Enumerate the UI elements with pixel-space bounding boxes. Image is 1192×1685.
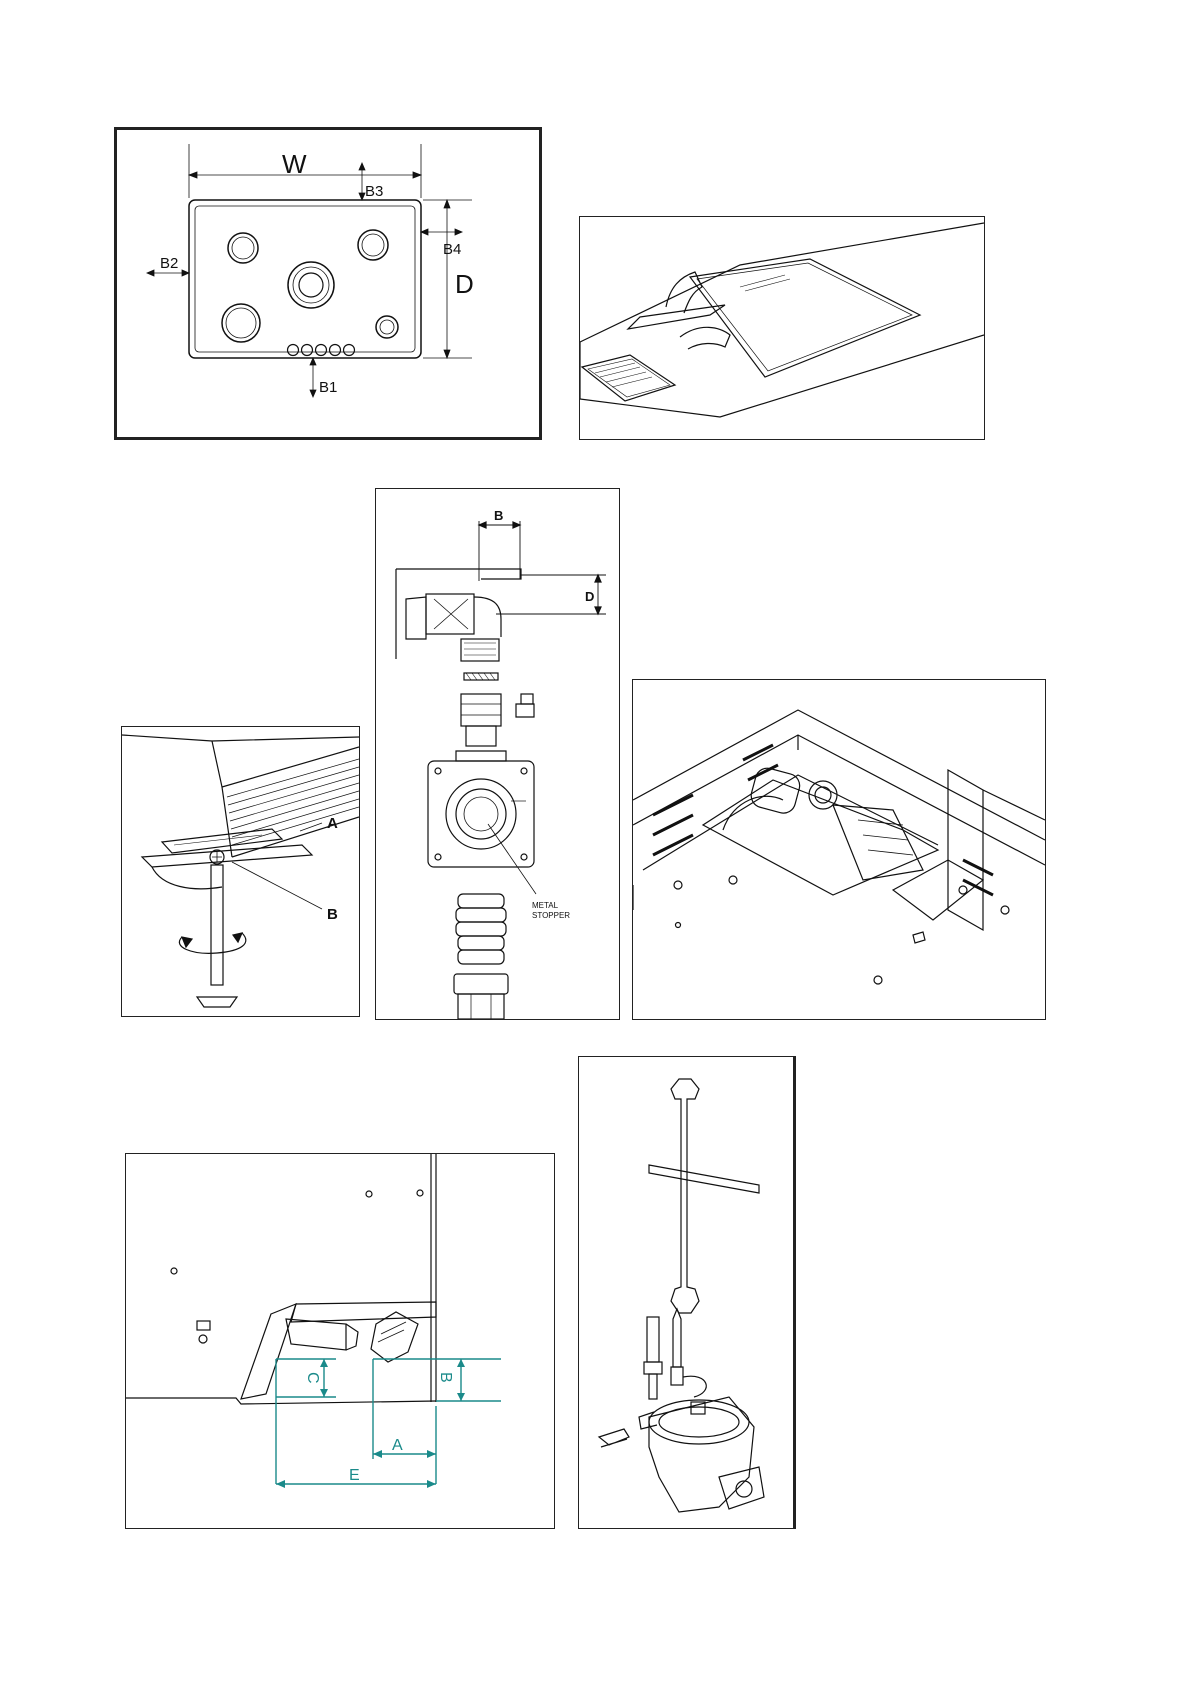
burner-icon [226,308,256,338]
gas-connection-panel: B D METAL STOPPER [375,488,620,1020]
burner-icon [299,273,323,297]
tommy-bar-icon [649,1165,759,1193]
metal-stopper-label-2: STOPPER [532,911,570,920]
burner-icon [232,237,254,259]
inlet-position-panel: C B A E [125,1153,555,1529]
cutout-opening [690,259,920,377]
b1-dimension [310,358,316,397]
elbow-thread [461,639,499,661]
slot-icon [197,1321,210,1330]
worktop-cutout-drawing [580,217,984,439]
nut-adapter [461,694,501,726]
valve-body [286,1319,346,1350]
hob-dimensions-panel: W D B3 B4 B2 B1 [114,127,542,440]
hand-icon [680,327,730,349]
burner-icon [228,233,258,263]
burner-icon [376,316,398,338]
burner-housing [703,780,938,895]
flexible-hose [456,894,506,964]
valve-block [833,805,923,880]
metal-stopper-label-1: METAL [532,901,559,910]
label-b: B [327,906,338,923]
label-b: B [437,1372,454,1383]
label-b: B [494,508,503,523]
fixing-bracket-panel: A B [121,726,360,1017]
bracket-plate [162,829,282,853]
hob-underside-panel [632,679,1046,1020]
width-label: W [282,149,307,179]
fixing-bracket-drawing: A B [122,727,359,1016]
hob-underside-drawing [633,680,1045,1019]
washer-icon [464,673,498,680]
box-spanner-icon [671,1079,699,1313]
thermocouple-icon [673,1309,681,1367]
hob-dimensions-drawing: W D B3 B4 B2 B1 [117,130,539,437]
flange-plate [428,761,534,867]
mounting-bracket [291,1302,436,1322]
valve-bracket [241,1304,296,1399]
screwdriver-icon [211,865,223,985]
b3-label: B3 [365,183,383,200]
injector-tools-panel [578,1056,796,1529]
clip-icon [599,1429,629,1447]
b1-label: B1 [319,379,337,396]
burner-icon [288,262,334,308]
label-a: A [327,815,338,832]
label-c: C [304,1372,321,1384]
hose-nut [454,974,508,994]
b2-label: B2 [160,255,178,272]
b4-label: B4 [443,241,461,258]
worktop-cutout-panel [579,216,985,440]
label-e: E [349,1467,360,1484]
control-knobs [288,345,355,356]
b4-dimension [421,229,462,235]
seal-strip [582,355,675,401]
burner-icon [222,304,260,342]
inlet-position-drawing: C B A E [126,1154,554,1528]
burner-icon [358,230,388,260]
burner-icon [380,320,394,334]
gas-connection-drawing: B D METAL STOPPER [376,489,619,1019]
fixing-bracket [628,305,725,329]
burner-icon [293,267,329,303]
bracket-plate [948,770,983,930]
injector-nozzle-icon [647,1317,659,1362]
label-d: D [585,589,594,604]
injector-tools-drawing [579,1057,792,1528]
depth-label: D [455,269,474,299]
burner-icon [362,234,384,256]
label-a: A [392,1437,403,1454]
